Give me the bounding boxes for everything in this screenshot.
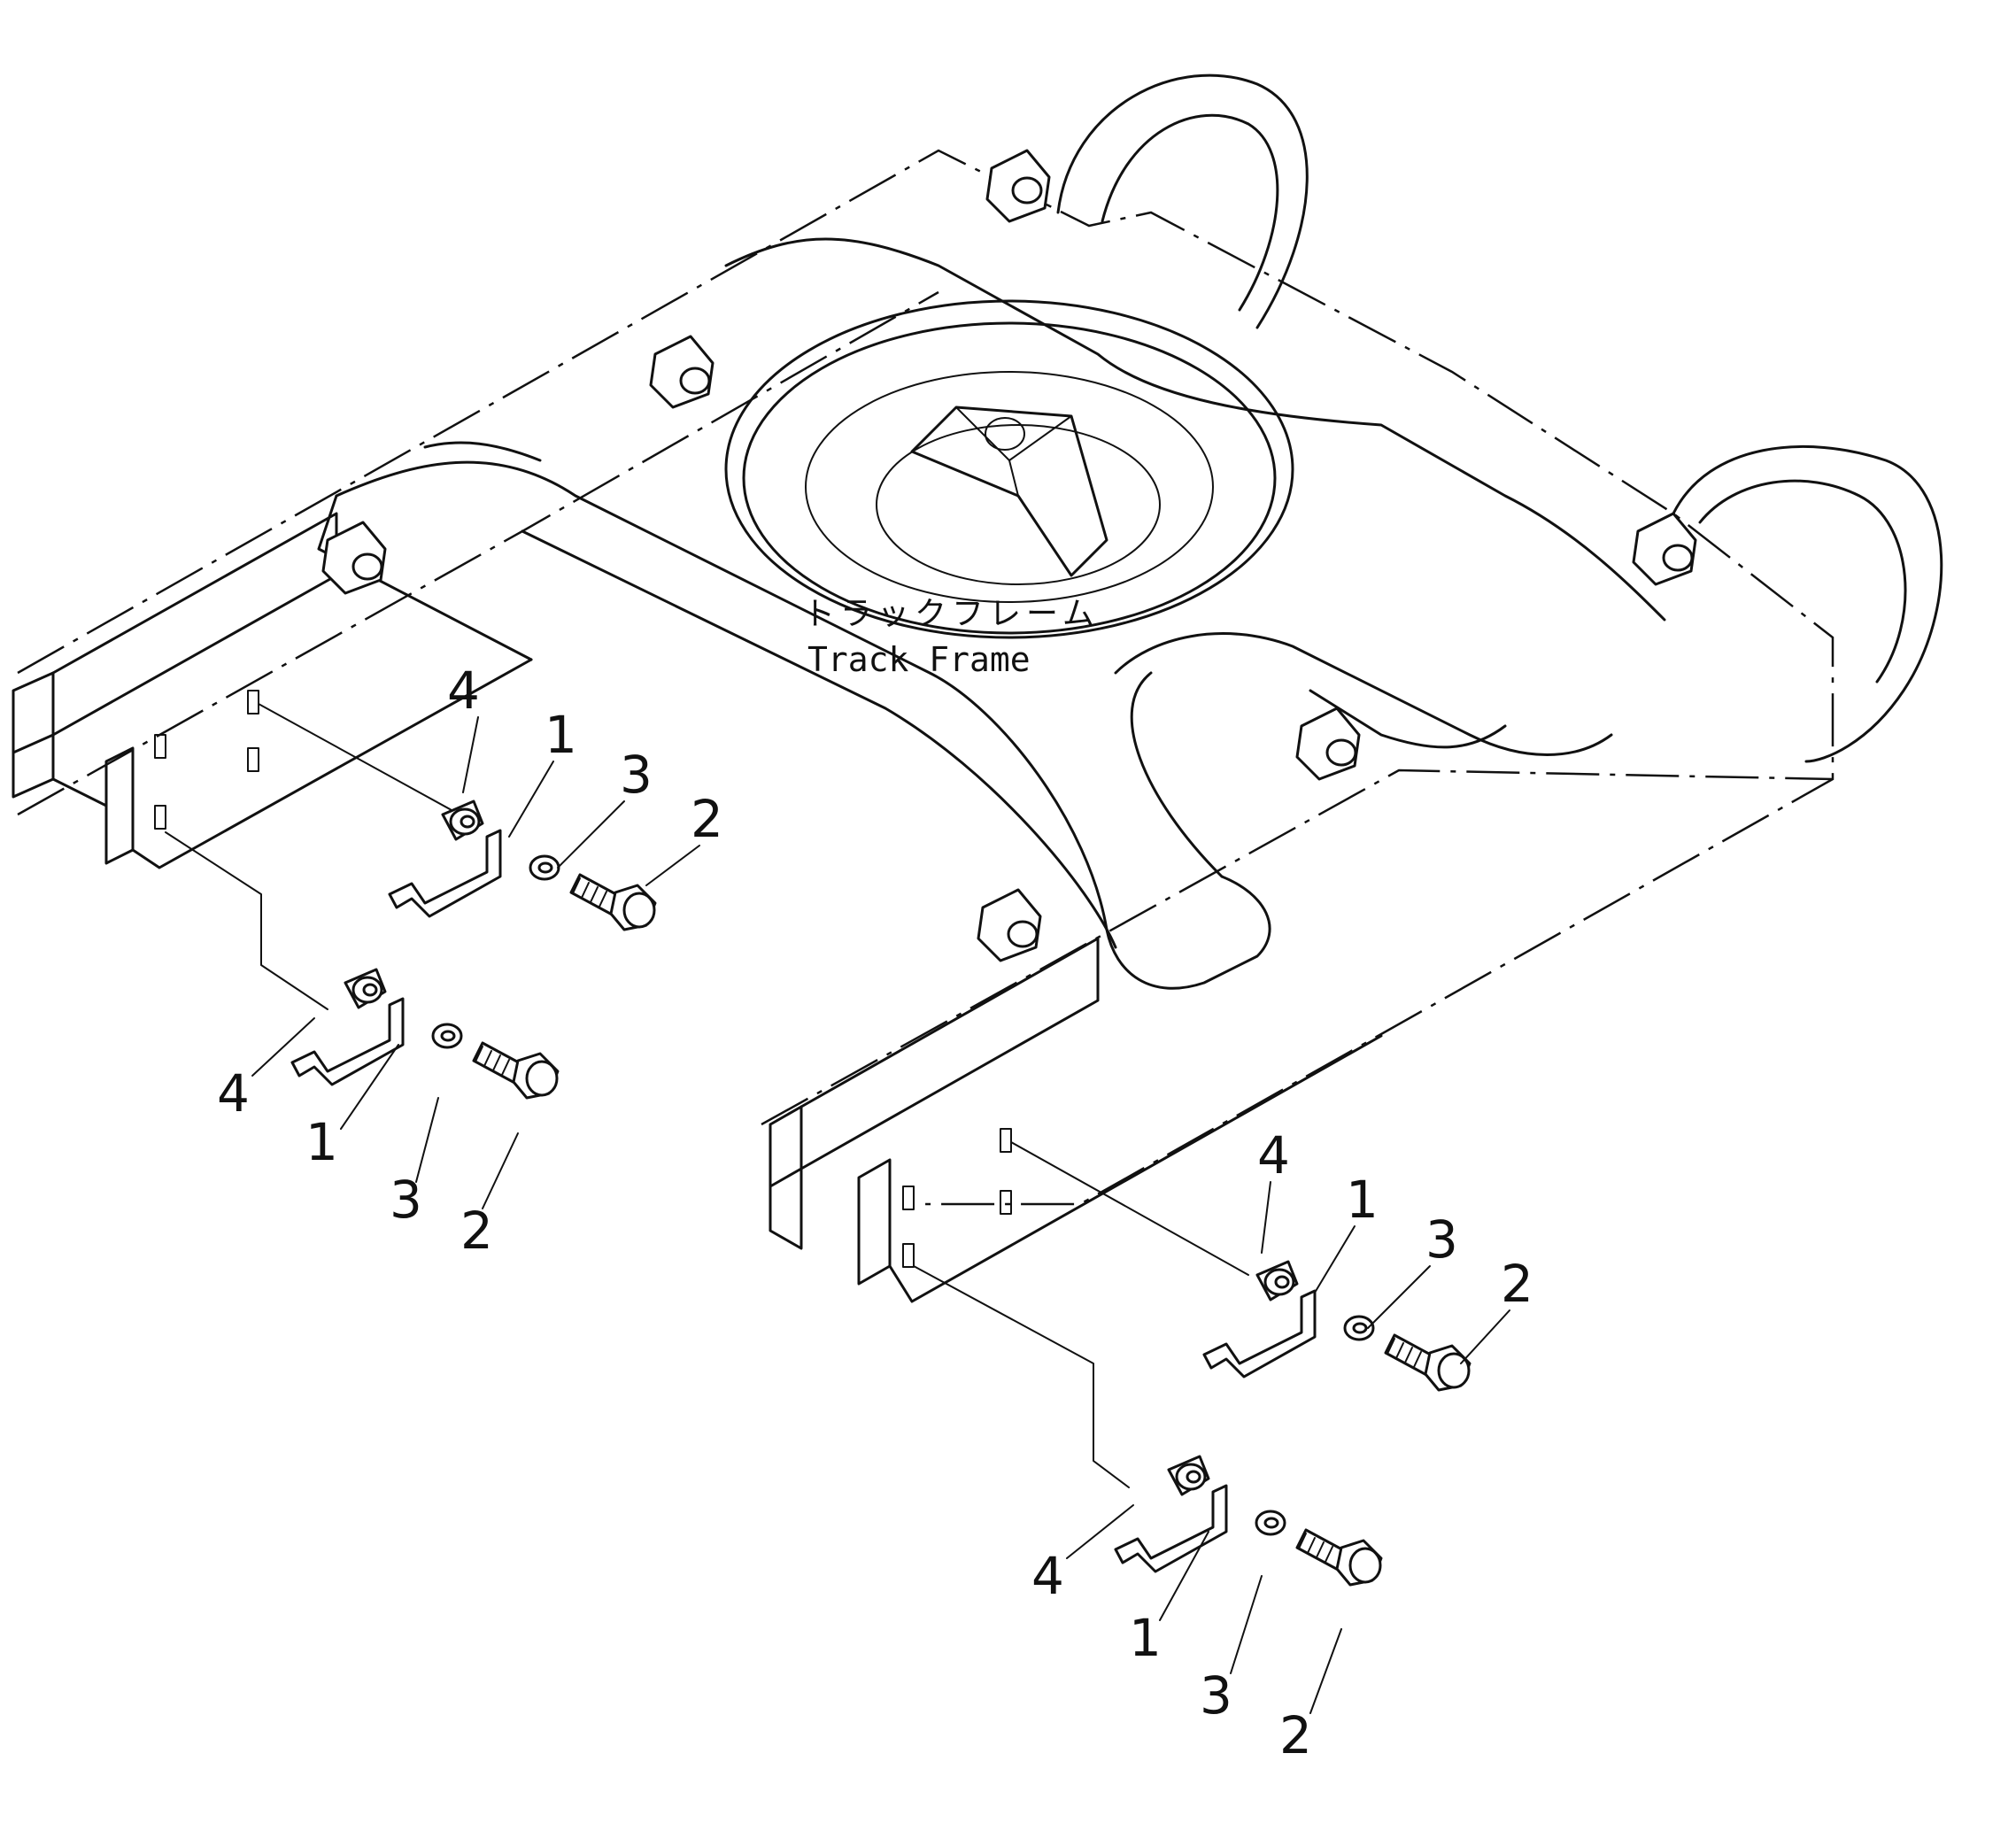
- callout-leader: [482, 1132, 519, 1209]
- roller-boss: [321, 521, 387, 595]
- frame-label-japanese: トラックフレーム: [803, 596, 1100, 632]
- spacer-part: [441, 799, 484, 841]
- callout-number-spacer: 4: [1031, 1546, 1064, 1606]
- fastener-group: 4 132: [388, 660, 723, 931]
- spacer-part: [1167, 1455, 1210, 1496]
- callout-number-washer: 3: [1200, 1665, 1232, 1726]
- callout-number-bolt: 2: [1501, 1254, 1533, 1314]
- callout-leader: [1066, 1504, 1134, 1559]
- callout-leader: [1261, 1181, 1271, 1254]
- callout-leader: [415, 1097, 439, 1183]
- callout-number-washer: 3: [620, 745, 653, 805]
- roller-boss: [1632, 512, 1697, 586]
- callout-number-spacer: 4: [447, 660, 480, 721]
- fastener-group: 4 132: [1031, 1455, 1383, 1765]
- callout-number-bracket: 1: [1346, 1170, 1379, 1230]
- washer-part: [1343, 1315, 1375, 1341]
- callout-leader: [1309, 1628, 1342, 1714]
- roller-boss: [985, 149, 1051, 223]
- callout-leader: [557, 800, 625, 869]
- callout-leader: [462, 716, 479, 793]
- callout-leader: [340, 1044, 399, 1130]
- washer-part: [529, 854, 560, 881]
- bracket-part: [1202, 1289, 1317, 1379]
- bolt-part: [1384, 1333, 1471, 1392]
- callout-number-bolt: 2: [1279, 1705, 1312, 1765]
- callout-number-bracket: 1: [305, 1112, 338, 1172]
- callout-number-bracket: 1: [545, 705, 577, 765]
- callout-leader: [1367, 1265, 1431, 1329]
- bolt-part: [472, 1041, 560, 1100]
- callout-leader: [251, 1017, 315, 1077]
- spacer-part: [344, 968, 387, 1009]
- roller-boss: [977, 888, 1042, 962]
- callout-number-washer: 3: [390, 1170, 422, 1230]
- washer-part: [431, 1023, 463, 1049]
- callout-number-washer: 3: [1425, 1209, 1458, 1270]
- bolt-part: [1295, 1528, 1383, 1587]
- callout-number-bolt: 2: [460, 1201, 493, 1261]
- callout-leader: [1230, 1575, 1263, 1674]
- callout-number-bracket: 1: [1129, 1608, 1162, 1668]
- bolt-part: [569, 873, 657, 931]
- callout-number-spacer: 4: [217, 1063, 250, 1124]
- mounting-leader-lines: [165, 703, 1249, 1488]
- bracket-part: [1114, 1484, 1228, 1573]
- callout-number-bolt: 2: [691, 789, 723, 849]
- spacer-part: [1255, 1260, 1299, 1301]
- track-frame-drawing: [12, 73, 1943, 1303]
- callout-number-spacer: 4: [1257, 1125, 1290, 1186]
- callout-leader: [1460, 1309, 1510, 1364]
- roller-boss: [1295, 707, 1361, 781]
- bracket-part: [290, 997, 405, 1086]
- frame-label-english: Track Frame: [807, 640, 1031, 679]
- bracket-part: [388, 829, 502, 918]
- callout-leader: [508, 761, 554, 838]
- callout-leader: [1314, 1225, 1356, 1294]
- roller-boss: [649, 335, 714, 409]
- washer-part: [1255, 1510, 1286, 1536]
- callout-leader: [645, 845, 700, 886]
- callout-leader: [1159, 1531, 1209, 1621]
